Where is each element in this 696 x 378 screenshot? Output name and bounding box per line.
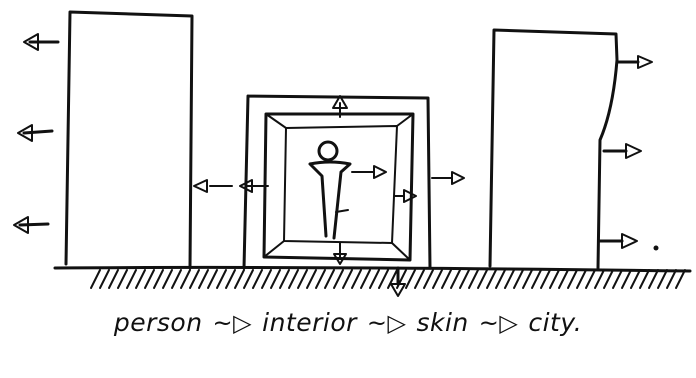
label-skin: skin (416, 308, 469, 337)
left-building (13, 10, 194, 270)
ground (53, 265, 692, 289)
label-city: city. (528, 308, 583, 337)
right-building (488, 28, 659, 270)
flow-arrow-3: ~▷ (478, 309, 519, 337)
flow-arrow-2: ~▷ (366, 309, 407, 337)
interior-frame (239, 112, 417, 265)
label-person: person (113, 308, 203, 337)
right-arrow-bottom (598, 233, 659, 251)
left-arrow-top (23, 33, 60, 51)
flow-caption: person ~▷ interior ~▷ skin ~▷ city. (0, 308, 696, 337)
label-interior: interior (262, 308, 357, 337)
person-figure (308, 140, 387, 240)
left-arrow-middle (17, 124, 54, 142)
right-arrow-top (616, 55, 653, 69)
right-arrow-middle (602, 143, 642, 159)
left-arrow-bottom (13, 216, 50, 234)
flow-arrow-1: ~▷ (212, 309, 253, 337)
